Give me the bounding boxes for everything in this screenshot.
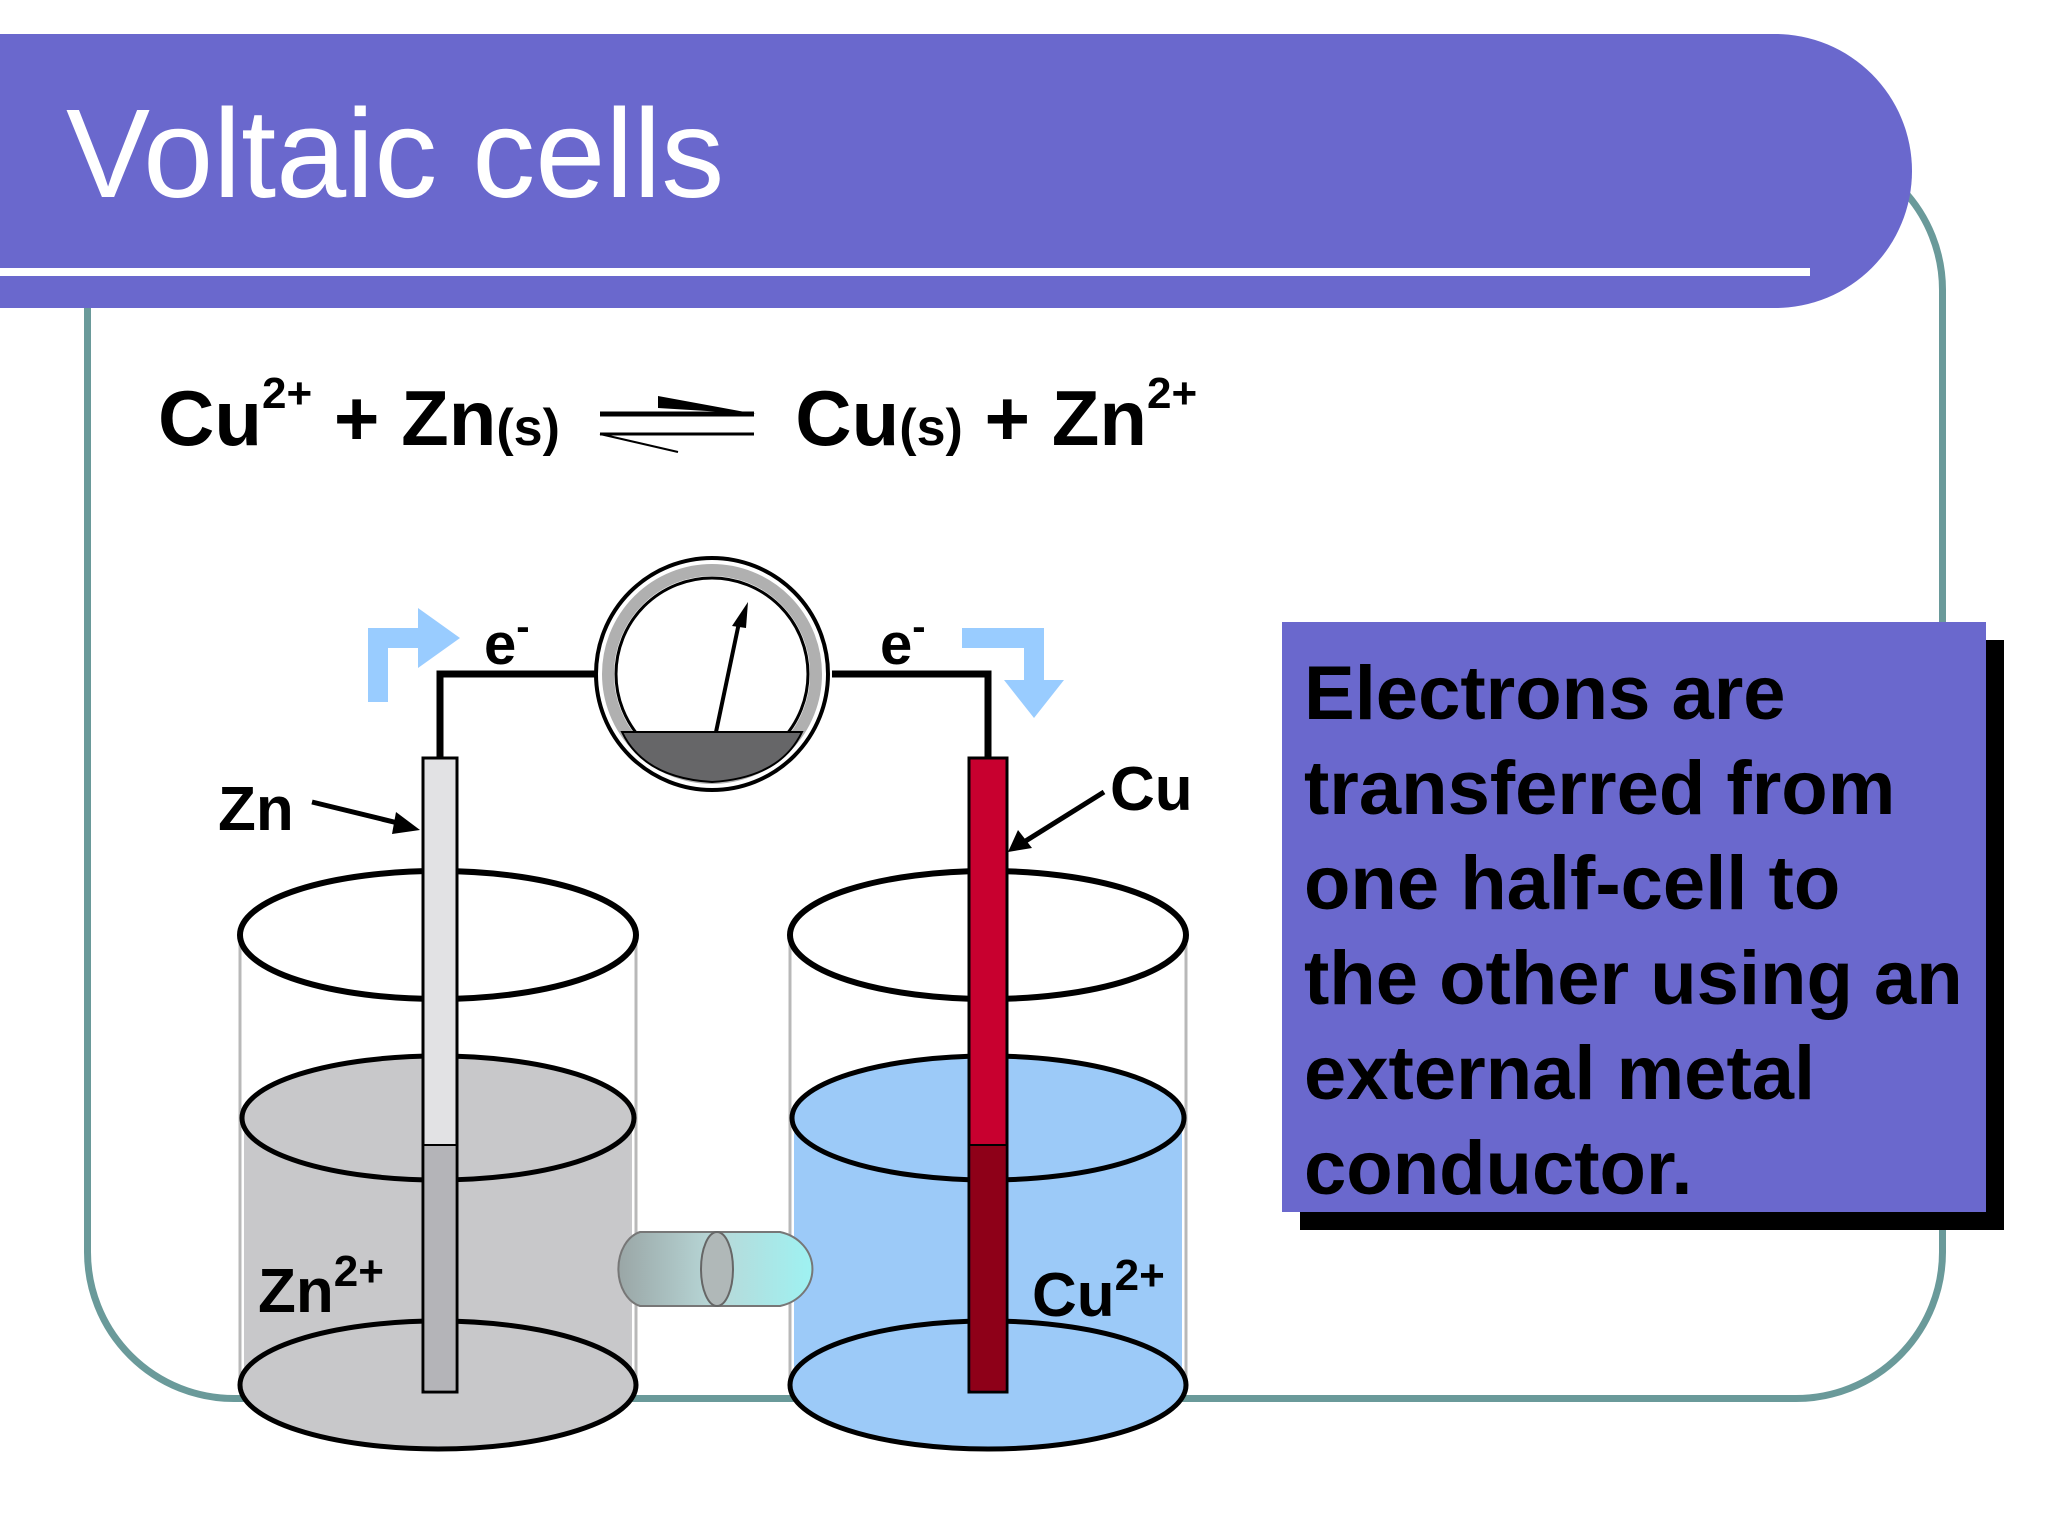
title-banner (0, 34, 1912, 308)
cu-pointer-arrow-icon (1008, 789, 1106, 852)
cu-electrode (967, 756, 1009, 1394)
electron-right-label: e- (880, 605, 926, 677)
cu-ion-label: Cu2+ (1032, 1251, 1165, 1330)
info-box: Electrons are transferred from one half-… (1282, 622, 1986, 1212)
zn-electrode-label: Zn (218, 775, 294, 844)
salt-bridge (617, 1231, 814, 1307)
right-flow-arrow-icon (962, 628, 1064, 718)
product-cu: Cu (795, 374, 900, 462)
zn-ion-label: Zn2+ (258, 1247, 384, 1326)
info-text: Electrons are transferred from one half-… (1304, 651, 1963, 1211)
product-zn-charge: 2+ (1147, 369, 1198, 418)
left-flow-arrow-icon (368, 608, 460, 702)
slide-title: Voltaic cells (66, 83, 725, 224)
banner-divider (0, 268, 1810, 276)
voltmeter-icon (594, 556, 830, 792)
reactant-zn: Zn (401, 374, 497, 462)
plus-sign-2: + (984, 374, 1031, 462)
reaction-equation: Cu2+ + Zn(s) Cu(s) + Zn2+ (158, 369, 1197, 462)
equilibrium-arrow-icon (599, 396, 756, 454)
reactant-zn-state: (s) (496, 399, 560, 457)
reactant-cu-charge: 2+ (261, 369, 313, 418)
zn-electrode (421, 756, 459, 1394)
product-cu-state: (s) (899, 399, 963, 457)
electron-left-label: e- (484, 605, 530, 677)
left-wire (436, 670, 596, 758)
cu-electrode-label: Cu (1110, 755, 1193, 824)
reactant-cu: Cu (158, 374, 262, 462)
right-wire (832, 670, 992, 758)
product-zn: Zn (1051, 374, 1148, 462)
plus-sign: + (333, 374, 380, 462)
zn-pointer-arrow-icon (311, 799, 420, 834)
